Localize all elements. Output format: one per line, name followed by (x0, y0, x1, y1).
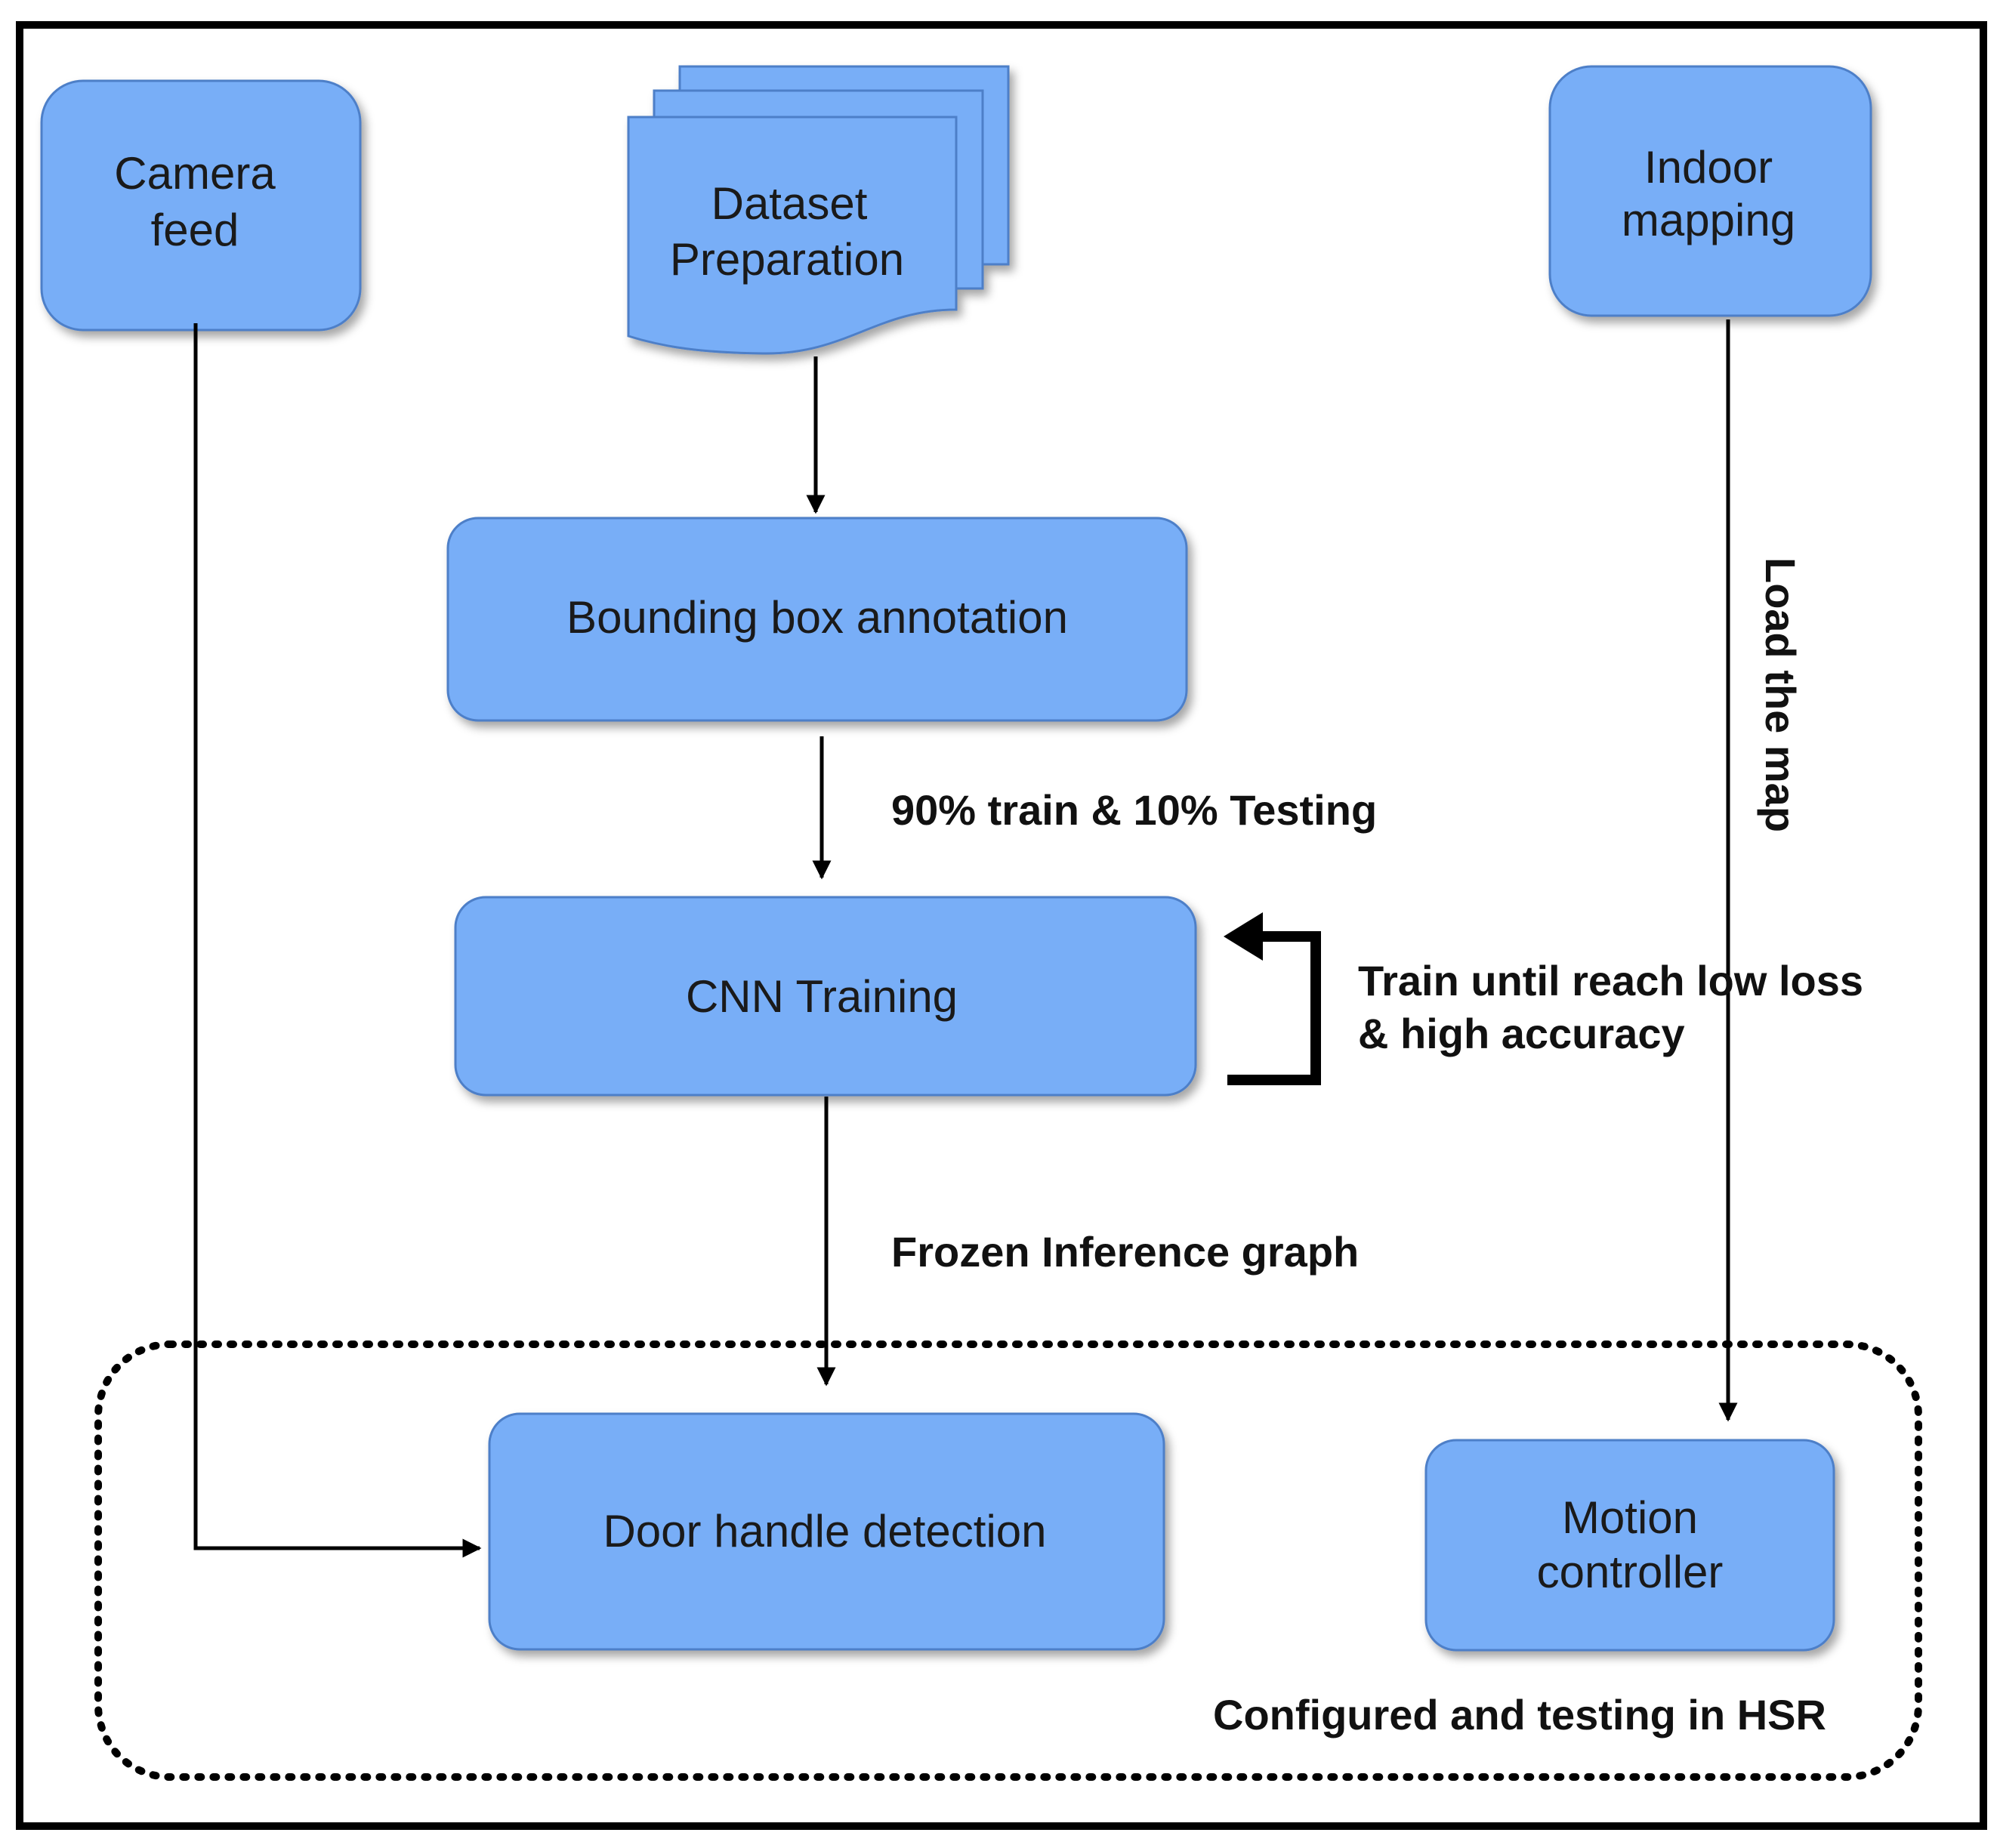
outer-frame (16, 21, 1987, 1830)
camera-feed-label-line2: feed (151, 205, 239, 255)
dataset-preparation-label-line1: Dataset (711, 178, 868, 229)
split-label: 90% train & 10% Testing (891, 786, 1377, 834)
edge-camera-to-detection (193, 323, 482, 1558)
cnn-training-node (454, 896, 1197, 1097)
indoor-mapping-label-line1: Indoor (1644, 142, 1773, 193)
indoor-mapping-label-line2: mapping (1622, 195, 1795, 245)
motion-controller-node (1424, 1439, 1835, 1652)
bounding-box-annotation-node (446, 517, 1188, 722)
cnn-training-label: CNN Training (686, 971, 958, 1022)
frozen-graph-label: Frozen Inference graph (891, 1228, 1359, 1276)
load-map-label: Load the map (1757, 557, 1804, 832)
train-loop-label-line2: & high accuracy (1358, 1010, 1685, 1057)
dataset-preparation-label-line2: Preparation (670, 234, 904, 285)
hsr-group-label: Configured and testing in HSR (1213, 1691, 1826, 1738)
hsr-group-boundary (94, 1340, 1922, 1781)
door-handle-detection-label: Door handle detection (603, 1506, 1046, 1556)
motion-controller-label-line1: Motion (1562, 1492, 1698, 1543)
train-loop-label-line1: Train until reach low loss (1358, 957, 1863, 1004)
bounding-box-annotation-label: Bounding box annotation (566, 592, 1068, 643)
camera-feed-label-line1: Camera (114, 148, 276, 199)
camera-feed-node (40, 79, 362, 332)
training-loop-arrowhead (1224, 912, 1263, 961)
dataset-preparation-node (627, 65, 1010, 355)
training-loop-bracket (1227, 931, 1321, 1085)
motion-controller-label-line2: controller (1537, 1547, 1724, 1597)
door-handle-detection-node (488, 1412, 1165, 1651)
indoor-mapping-node (1548, 65, 1872, 317)
